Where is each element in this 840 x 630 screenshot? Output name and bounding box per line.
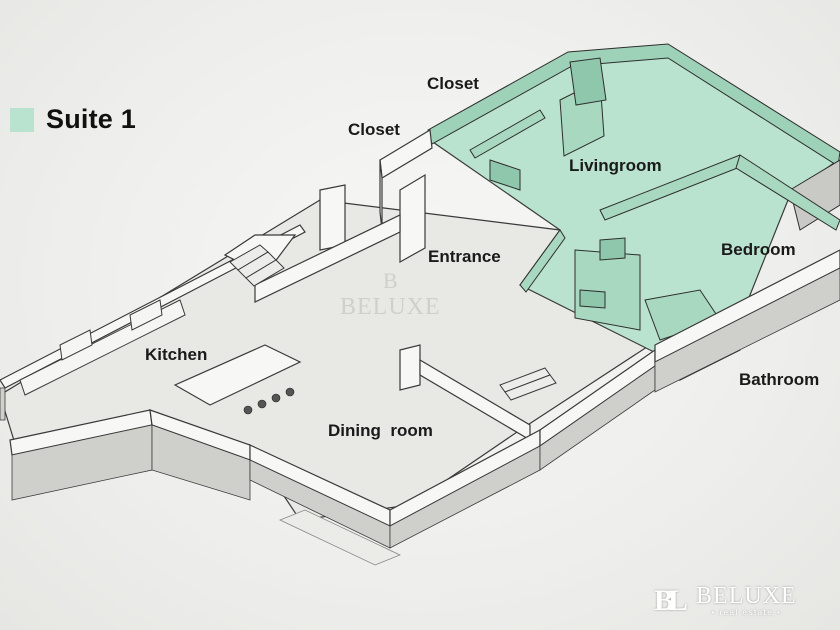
bar-stools <box>243 387 295 415</box>
room-label-livingroom: Livingroom <box>569 156 662 175</box>
brand-text: BELUXE • real estate • <box>696 584 797 618</box>
wall-shadows <box>0 267 840 549</box>
watermark: B BELUXE <box>340 268 441 321</box>
brand-logo: BL BELUXE • real estate • <box>654 584 797 618</box>
kitchen-cabinets <box>19 299 186 396</box>
suite-interior-walls <box>469 79 840 341</box>
room-label-entrance: Entrance <box>428 247 501 266</box>
legend-swatch <box>10 107 34 132</box>
watermark-logo-icon: B <box>382 268 398 293</box>
suite-closets <box>489 57 626 309</box>
legend: Suite 1 <box>10 104 136 135</box>
room-label-dining: Dining room <box>328 421 433 440</box>
room-label-closet-top: Closet <box>427 74 479 93</box>
ground-slab <box>279 509 401 566</box>
watermark-name: BELUXE <box>340 294 441 320</box>
brand-tagline: • real estate • <box>711 608 782 617</box>
room-label-bathroom: Bathroom <box>739 370 820 389</box>
room-label-bedroom: Bedroom <box>721 240 796 259</box>
room-label-closet-left: Closet <box>348 120 400 139</box>
brand-mark-icon: BL <box>654 584 688 617</box>
room-label-kitchen: Kitchen <box>145 345 208 364</box>
brand-name: BELUXE <box>696 583 797 609</box>
legend-label: Suite 1 <box>46 104 136 134</box>
stairs <box>229 244 557 401</box>
